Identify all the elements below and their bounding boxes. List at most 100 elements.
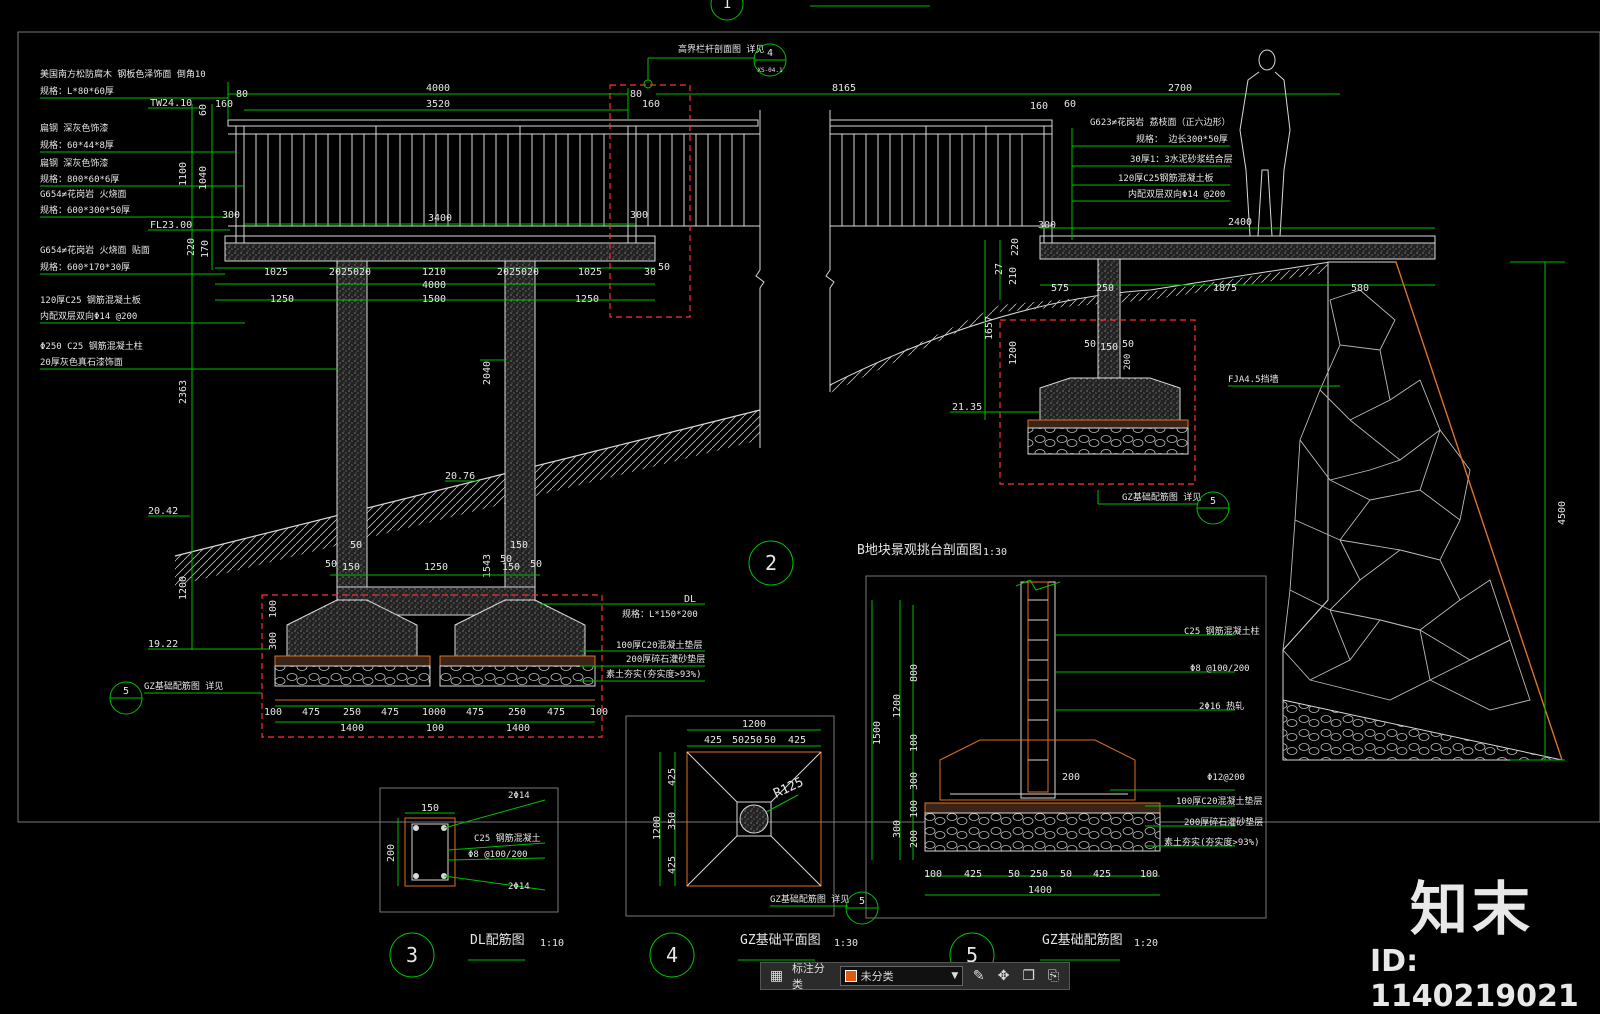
plan4-ref-num: 5 xyxy=(859,896,865,907)
right-footing-detail-box xyxy=(999,319,1196,485)
right-footing xyxy=(1039,377,1181,421)
note-wood-spec: 规格：L*80*60厚 xyxy=(40,85,114,97)
elev-2042: 20.42 xyxy=(148,506,178,517)
detail-2-title-text: B地块景观挑台剖面图 xyxy=(857,543,982,558)
left-foundation-notes: DL 规格：L*150*200 100厚C20混凝土垫层 200厚碎石灌砂垫层 … xyxy=(109,594,705,715)
sheet-border xyxy=(17,31,1600,823)
detail-4-title-text: GZ基础平面图 xyxy=(740,933,821,948)
dim-v1543: 1543 xyxy=(482,554,493,578)
dim-v220b: 220 xyxy=(1010,238,1021,256)
left-deck-slab xyxy=(224,242,656,262)
detail-2-number: 2 xyxy=(765,551,777,575)
plan4-seg-50a: 50 xyxy=(732,735,744,746)
note-wood: 美国南方松防腐木 钢板色泽饰面 倒角10 xyxy=(40,68,206,80)
gz-ref-left: GZ基础配筋图 详见 xyxy=(144,680,223,692)
dl-note-stirrup: Φ8 @100/200 xyxy=(468,850,528,860)
sec5-foot-250: 250 xyxy=(1030,869,1048,880)
plan4-seg-250: 250 xyxy=(744,735,762,746)
chevron-down-icon: ▼ xyxy=(951,971,959,981)
right-railing-balusters xyxy=(841,126,1053,243)
dim-575: 575 xyxy=(1051,283,1069,294)
dim-30: 30 xyxy=(644,267,656,278)
dim-3520: 3520 xyxy=(426,99,450,110)
detail-3-dl-rebar: 150 200 2Φ14 C25 钢筋混凝土 Φ8 @100/200 2Φ14 … xyxy=(379,787,564,978)
gz-note-gravel: 200厚碎石灌砂垫层 xyxy=(1184,816,1263,828)
note-flatbar-1-spec: 规格：60*44*8厚 xyxy=(40,139,114,151)
dim-col-50d: 50 xyxy=(500,554,512,565)
sec5-v100b: 100 xyxy=(909,800,920,818)
dim-foot-250b: 250 xyxy=(508,707,526,718)
dim-1500: 1500 xyxy=(422,294,446,305)
gz-note-mesh: Φ12@200 xyxy=(1207,773,1245,783)
left-top-dimensions: 4000 3520 3400 8165 2700 80 160 80 160 1… xyxy=(215,83,1340,305)
dim-1025b: 1025 xyxy=(578,267,602,278)
gz-ref-left-num: 5 xyxy=(123,686,129,697)
detail-3-scale: 1:10 xyxy=(540,938,564,949)
plan4-seg-50b: 50 xyxy=(764,735,776,746)
dim-v300-left: 300 xyxy=(268,632,279,650)
paste-icon[interactable]: ⎘ xyxy=(1047,968,1060,984)
dim-foot-250a: 250 xyxy=(343,707,361,718)
left-railing-handrail xyxy=(227,119,759,127)
dim-v1657: 1657 xyxy=(984,316,995,340)
dim-1210: 1210 xyxy=(422,267,446,278)
category-color-swatch xyxy=(844,970,857,982)
dim-v1200-left: 1200 xyxy=(178,576,189,600)
dim-foot-100b: 100 xyxy=(590,707,608,718)
railing-ref-num: 4 xyxy=(767,48,773,59)
dim-80a: 80 xyxy=(236,89,248,100)
detail-4-gz-plan: R125 1200 425 50 250 50 425 1200 425 350… xyxy=(625,715,879,978)
dim-foot-1000: 1000 xyxy=(422,707,446,718)
plan4-dim-v350: 350 xyxy=(667,812,678,830)
sec5-h200: 200 xyxy=(1062,772,1080,783)
note-column-finish: 20厚灰色真石漆饰面 xyxy=(40,356,123,368)
move-icon[interactable]: ✥ xyxy=(997,968,1010,984)
dim-1250a: 1250 xyxy=(270,294,294,305)
dim-8165: 8165 xyxy=(832,83,856,94)
sec5-v1500: 1500 xyxy=(872,721,883,745)
note-flatbar-2: 扁钢 深灰色饰漆 xyxy=(40,157,108,169)
plan4-ref-text: GZ基础配筋图 详见 xyxy=(770,893,849,905)
dl-dim-150: 150 xyxy=(421,803,439,814)
note-granite-2: G654≠花岗岩 火烧面 贴面 xyxy=(40,244,150,256)
dim-2400: 2400 xyxy=(1228,217,1252,228)
right-note-granite-spec: 规格： 边长300*50厚 xyxy=(1136,133,1228,145)
dim-foot-1400b: 1400 xyxy=(506,723,530,734)
gz-ref-right: GZ基础配筋图 详见 xyxy=(1122,491,1201,503)
dim-col-150c: 150 xyxy=(510,540,528,551)
railing-ref-sheet: XS-04.1 xyxy=(757,67,783,74)
sec5-v1200: 1200 xyxy=(892,694,903,718)
dim-col-150b: 150 xyxy=(502,562,520,573)
dim-foot-100c: 100 xyxy=(426,723,444,734)
dl-label: DL xyxy=(684,594,696,605)
annotation-category-select[interactable]: 未分类 ▼ xyxy=(839,966,964,986)
sec5-total-1400: 1400 xyxy=(1028,885,1052,896)
detail-2-scale: 1:30 xyxy=(983,547,1007,558)
grid-icon[interactable]: ▦ xyxy=(769,968,784,984)
dim-foot-475b: 475 xyxy=(381,707,399,718)
left-platform-section xyxy=(174,84,765,738)
gz-note-soil: 素土夯实(夯实度>93%) xyxy=(1164,836,1260,848)
gz-note-c20: 100厚C20混凝土垫层 xyxy=(1176,795,1263,807)
elev-2135: 21.35 xyxy=(952,402,982,413)
right-note-mortar: 30厚1：3水泥砂浆结合层 xyxy=(1130,153,1233,165)
left-railing-balusters xyxy=(235,126,745,243)
gz-ref-right-num: 5 xyxy=(1210,496,1216,507)
sec5-foot-100b: 100 xyxy=(1140,869,1158,880)
right-deck-slab xyxy=(1039,242,1436,260)
railing-callout: 高界栏杆剖面图 详见 4 XS-04.1 xyxy=(643,43,787,89)
dim-r-50a: 50 xyxy=(1084,339,1096,350)
copy-icon[interactable]: ❐ xyxy=(1022,968,1035,984)
elev-tw: TW24.10 xyxy=(150,98,192,109)
detail-4-scale: 1:30 xyxy=(834,938,858,949)
plan4-dim-v1200: 1200 xyxy=(652,816,663,840)
dim-col-50b: 50 xyxy=(530,559,542,570)
dim-2025020a: 2025020 xyxy=(329,267,371,278)
left-vertical-dimensions: 60 1100 1040 220 170 2363 1200 2040 1543… xyxy=(178,104,505,650)
dim-v2363: 2363 xyxy=(178,380,189,404)
edit-icon[interactable]: ✎ xyxy=(972,968,985,984)
sec5-foot-100a: 100 xyxy=(924,869,942,880)
right-railing-handrail xyxy=(829,119,1053,127)
retaining-wall xyxy=(1282,261,1563,761)
